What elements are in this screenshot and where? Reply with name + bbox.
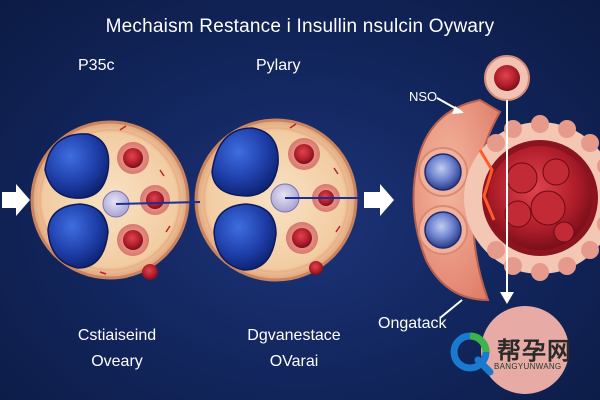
bead-ring — [487, 115, 600, 281]
middle-caption-line-2: OVarai — [269, 353, 319, 370]
left-caption-line-2: Oveary — [91, 353, 143, 370]
watermark-english-text: BANGYUNWANG — [494, 362, 562, 371]
left-caption: Cstiaiseind Oveary — [62, 323, 172, 375]
left-caption-line-1: Cstiaiseind — [77, 327, 157, 344]
watermark-chinese-text: 帮孕网 — [497, 338, 572, 365]
middle-caption-line-1: Dgvanestace — [247, 327, 341, 344]
transition-arrow — [364, 184, 394, 216]
middle-top-label: Pylary — [256, 57, 301, 74]
right-bottom-label: Ongatack — [378, 315, 447, 332]
left-connector-line — [115, 201, 201, 205]
entry-arrow — [2, 184, 30, 216]
middle-ovary-cell — [194, 118, 358, 282]
left-top-label: P35c — [78, 57, 115, 74]
diagram-title: Mechaism Restance i Insullin nsulcin Oyw… — [105, 16, 495, 37]
watermark-disc — [481, 306, 569, 394]
left-ovary-cell — [30, 120, 190, 280]
right-organ-structure — [412, 55, 600, 319]
right-top-label: NSO — [409, 89, 438, 104]
middle-caption: Dgvanestace OVarai — [224, 323, 364, 375]
watermark-logo-icon — [450, 332, 494, 376]
